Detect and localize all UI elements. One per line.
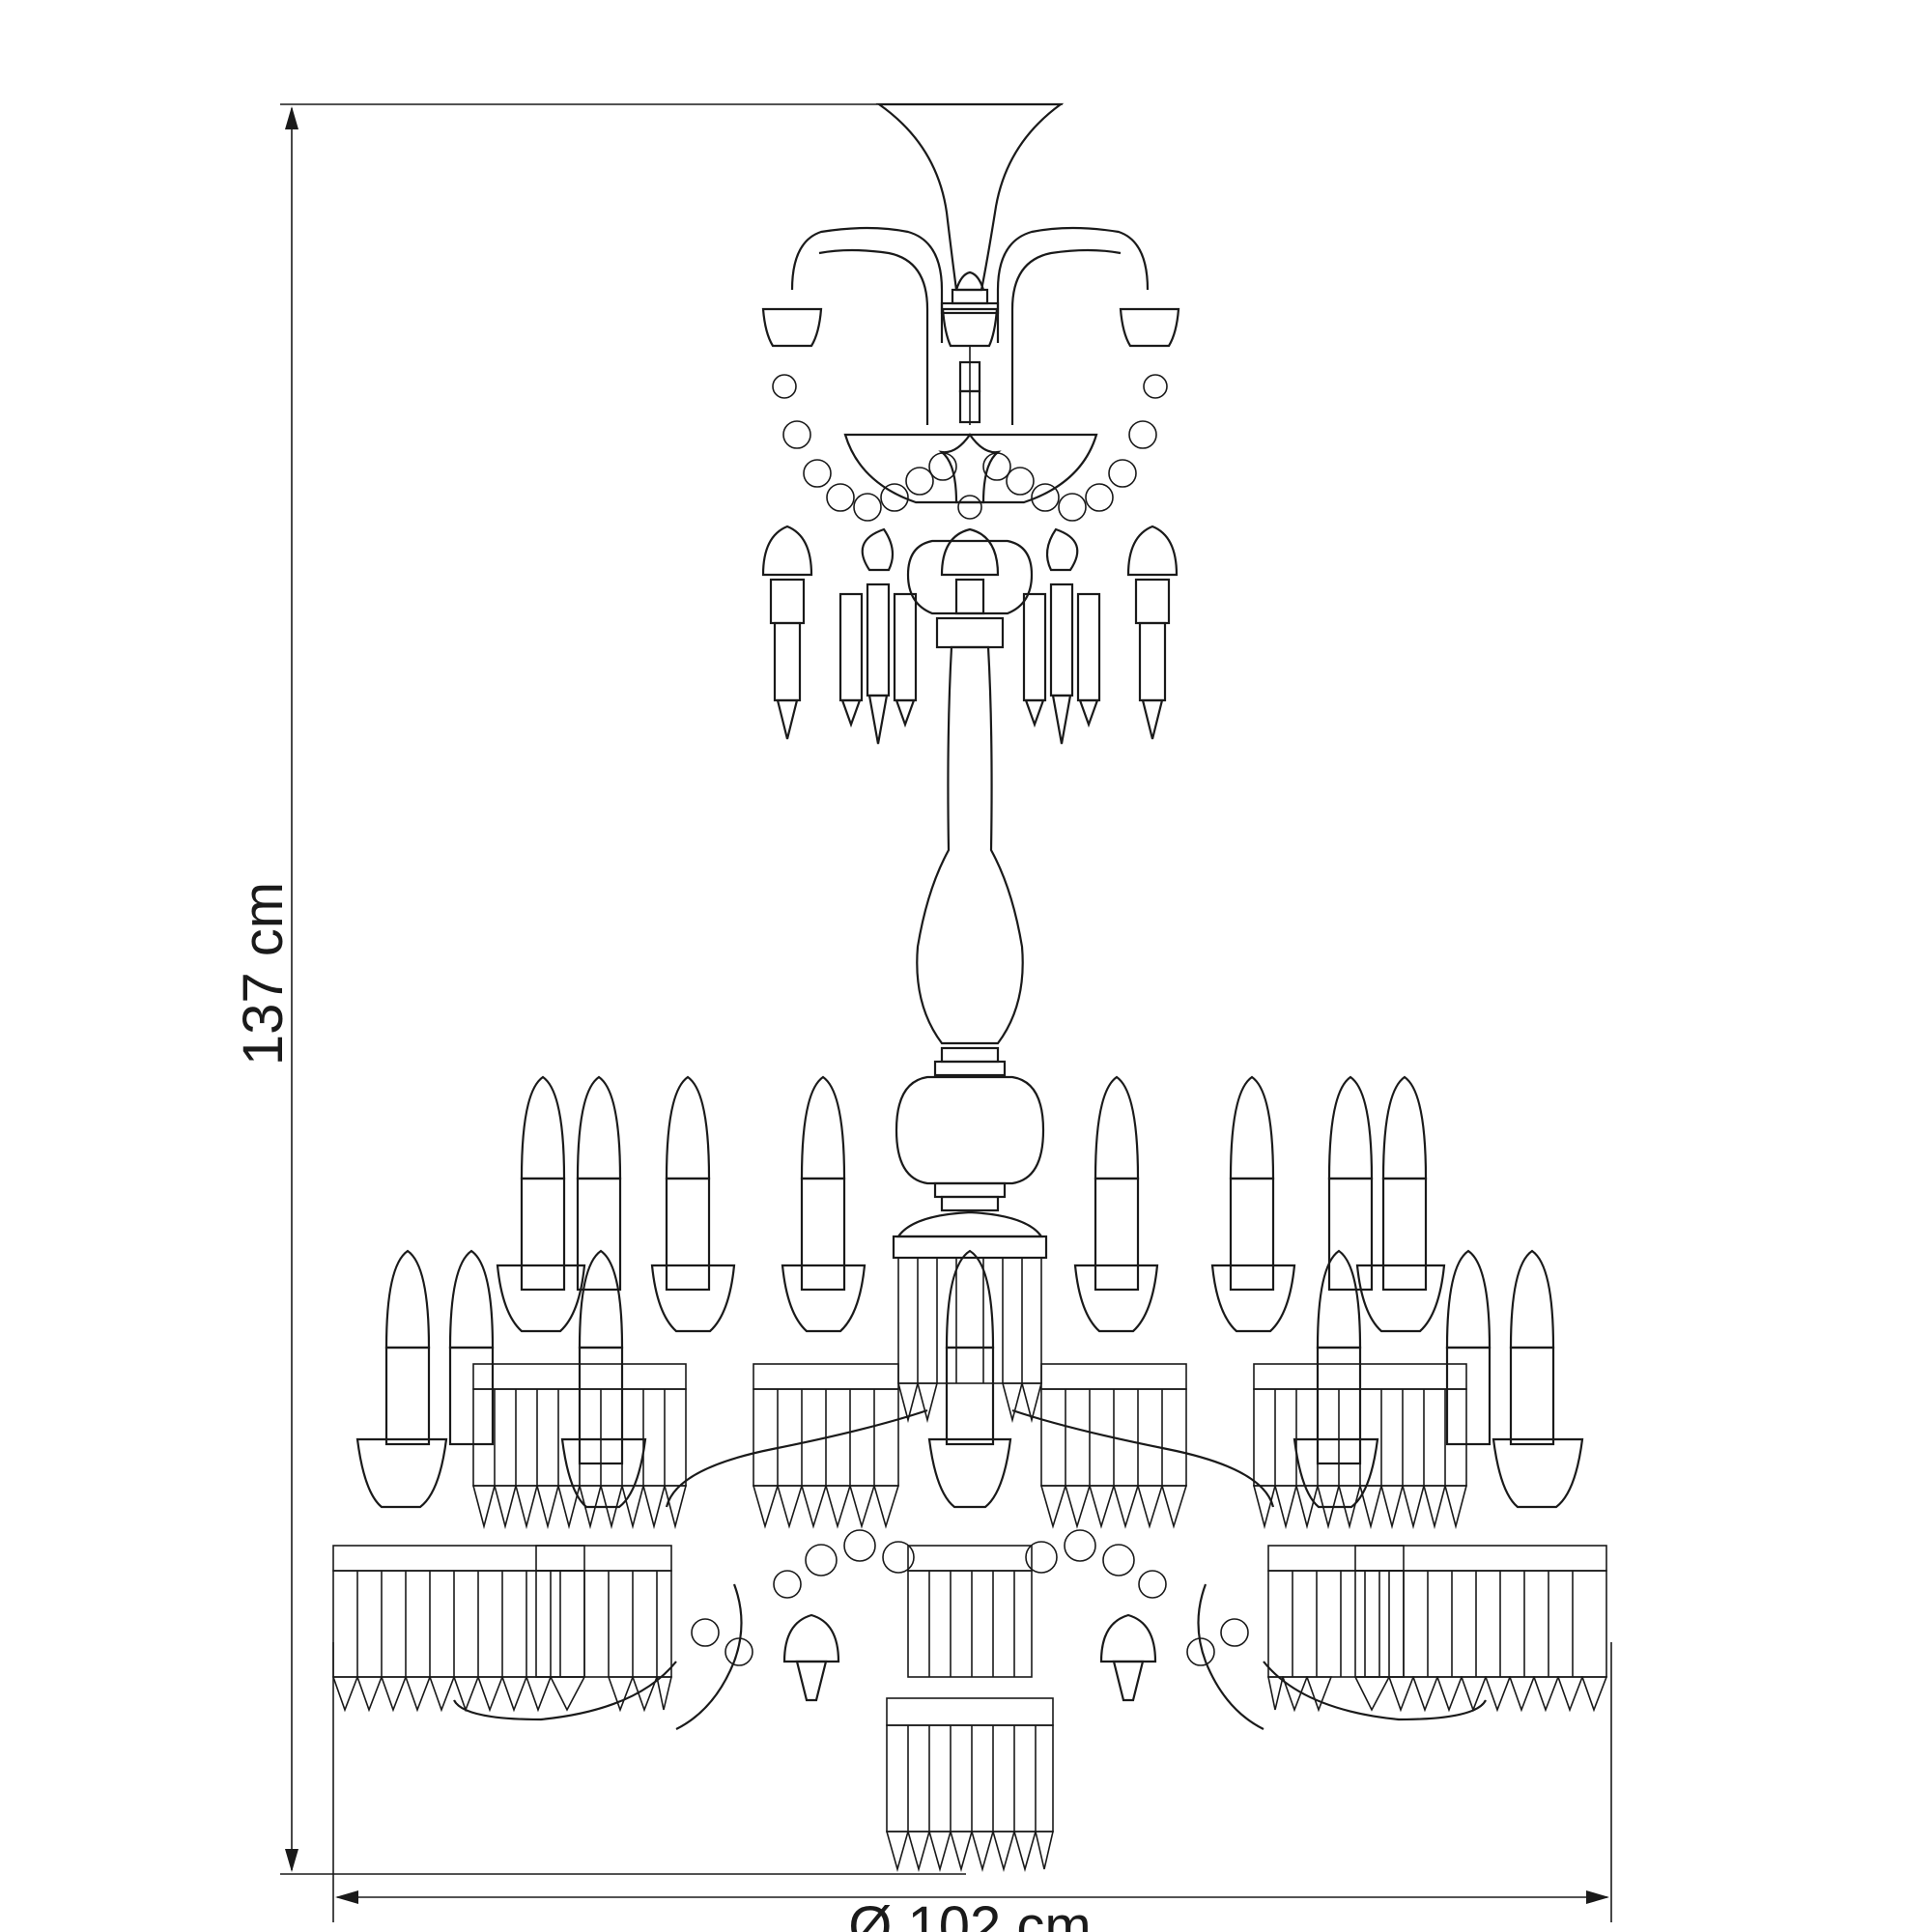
lower-ring-crystals bbox=[331, 1545, 1608, 1713]
central-crystal-column bbox=[896, 1257, 1043, 1424]
bottom-crystal-tassel bbox=[885, 1697, 1055, 1872]
upper-swag-left bbox=[772, 374, 957, 522]
ceiling-canopy bbox=[875, 102, 1065, 292]
lower-swag bbox=[691, 1529, 1249, 1666]
chandelier-illustration bbox=[331, 102, 1608, 1872]
upper-pendants bbox=[761, 525, 1179, 745]
diameter-dimension bbox=[332, 1642, 1612, 1922]
upper-swag-right bbox=[982, 374, 1168, 522]
diameter-label: Ø 102 cm bbox=[848, 1895, 1091, 1932]
lower-candle-ring bbox=[355, 1249, 1584, 1509]
upper-candle-ring bbox=[496, 1075, 1446, 1333]
height-label: 137 cm bbox=[232, 882, 295, 1065]
